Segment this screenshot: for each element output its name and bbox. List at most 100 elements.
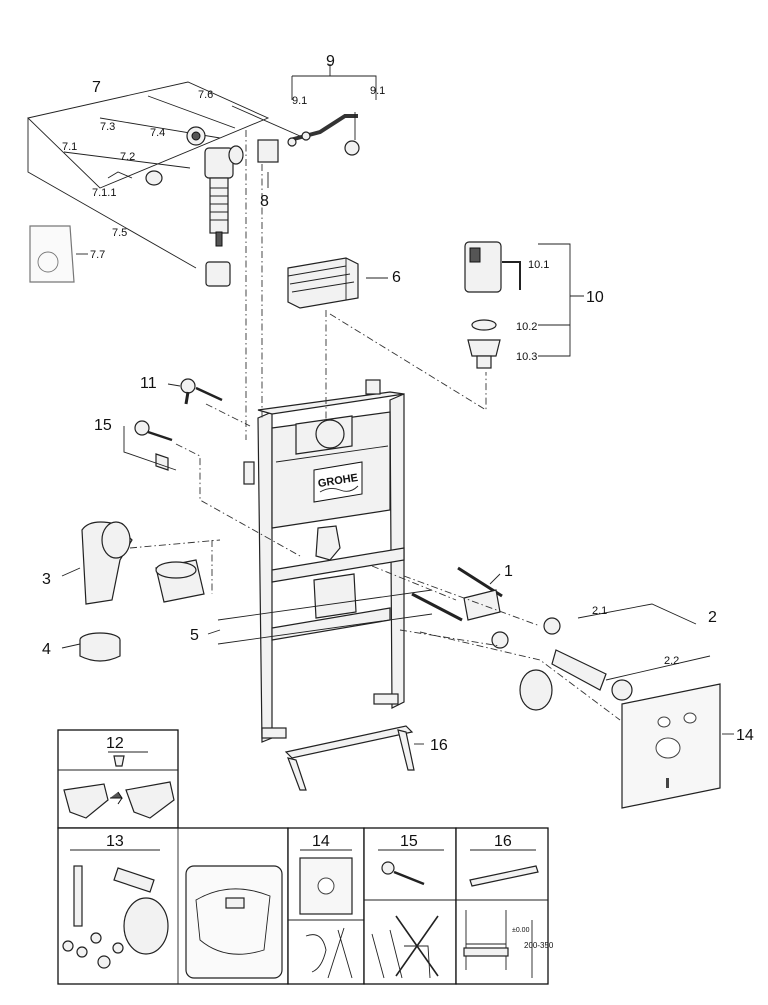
part-1-rod-lower <box>411 592 463 622</box>
part-2-1-cap-a <box>543 617 561 635</box>
guide-to-mat <box>419 631 621 721</box>
panel-14-mat-hole <box>317 877 335 895</box>
part-10-2-seal <box>471 319 497 331</box>
part-3-4-pipes <box>79 521 221 662</box>
part-7-5-sleeve <box>205 261 231 287</box>
callout-9-1-right: 9.1 <box>370 85 385 97</box>
part-2-1-cap-b <box>491 631 509 649</box>
panel-16-frame-icon <box>465 910 507 970</box>
part-6-lines <box>287 258 355 300</box>
panel-12-wc-after <box>125 781 175 819</box>
part-7-2-cap <box>145 170 163 186</box>
panel-13-ring-a <box>62 940 74 952</box>
frame-drain-bend <box>315 525 341 561</box>
callout-16: 16 <box>430 737 448 754</box>
panel-12-title: 12 <box>106 735 124 752</box>
guide-box-to-valve <box>329 313 487 411</box>
part-5-plane <box>217 589 433 645</box>
info-panels: 12 13 14 15 <box>57 729 554 985</box>
part-3-connector-rim <box>155 561 197 579</box>
cistern-flush-opening <box>315 419 345 449</box>
callout-7: 7 <box>92 79 101 96</box>
assembly-guide-lines <box>175 130 621 721</box>
part-6-box <box>287 257 388 309</box>
panel-15 <box>363 827 457 985</box>
callout-15: 15 <box>94 417 112 434</box>
panel-15-title: 15 <box>400 833 418 850</box>
part-10-3-thread <box>476 355 492 369</box>
callout-labels: 7 7.6 7.3 7.4 7.1 7.2 7.1.1 7.5 7.7 8 9 … <box>42 53 754 754</box>
part-14-sound-mat <box>621 683 721 809</box>
panel-13-ring-d <box>97 955 111 969</box>
panel-13-ring-c <box>90 932 102 944</box>
part-16-stand <box>284 725 415 791</box>
part-2-connector <box>519 669 553 711</box>
part-15-clip <box>155 453 169 471</box>
callout-2-2: 2.2 <box>664 655 679 667</box>
guide-anchor-to-frame <box>205 403 251 427</box>
callout-4: 4 <box>42 641 51 658</box>
panel-14-ear-icon <box>305 927 353 979</box>
grohe-logo: GROHE <box>313 461 363 503</box>
panel-16 <box>455 827 549 985</box>
part-9-seal-b <box>301 131 311 141</box>
callout-7-5: 7.5 <box>112 227 127 239</box>
guide-bolt-to-frame <box>175 443 301 557</box>
part-16-leg-left <box>287 757 307 791</box>
callout-7-7: 7.7 <box>90 249 105 261</box>
frame-foot-right <box>373 693 399 705</box>
callout-8: 8 <box>260 193 269 210</box>
frame-left-upright <box>257 411 273 743</box>
group-9-bracket <box>291 64 377 140</box>
part-16-top <box>284 725 414 759</box>
part-14-hole-c <box>655 737 681 759</box>
panel-13-ring-b <box>76 946 88 958</box>
part-14-hole-b <box>683 712 697 724</box>
frame-waste-plate <box>313 573 357 619</box>
callout-10: 10 <box>586 289 604 306</box>
panel-12-spacer-icon <box>113 755 125 767</box>
part-2-pipe <box>551 649 607 691</box>
callout-10-3: 10.3 <box>516 351 537 363</box>
panel-13-title: 13 <box>106 833 124 850</box>
frame-top-rail <box>257 391 405 415</box>
part-14-slot <box>666 778 669 788</box>
callout-7-3: 7.3 <box>100 121 115 133</box>
part-7-7-bag <box>29 225 75 283</box>
frame-side-clip <box>243 461 255 485</box>
leader-3 <box>61 567 81 577</box>
panel-12-arrow-icon <box>110 791 123 805</box>
panel-16-dim-top: ±0.00 <box>512 927 530 934</box>
callout-10-2: 10.2 <box>516 321 537 333</box>
callout-3: 3 <box>42 571 51 588</box>
leader-1 <box>489 573 501 585</box>
group-2-bracket <box>577 603 711 681</box>
part-9-1-nut <box>344 140 360 156</box>
callout-1: 1 <box>504 563 513 580</box>
leader-7-6 <box>231 105 301 137</box>
part-7-3-nut <box>228 145 244 165</box>
callout-7-4: 7.4 <box>150 127 165 139</box>
callout-7-6: 7.6 <box>198 89 213 101</box>
panel-13-wc-detail <box>185 865 283 979</box>
callout-2-1: 2.1 <box>592 605 607 617</box>
logo-plate <box>313 461 363 503</box>
panel-16-stand-icon <box>469 865 539 887</box>
part-10-1-cable <box>502 261 521 290</box>
part-16-leg-right <box>397 729 415 771</box>
frame-foot-left <box>261 727 287 739</box>
guide-rod-caps <box>403 575 541 627</box>
part-3-bend-opening <box>101 521 131 559</box>
fill-valve-rod <box>215 231 223 247</box>
group-10-bracket <box>538 243 584 357</box>
group-7-bracket-side <box>27 118 197 269</box>
group-7-fill-valve <box>27 81 270 287</box>
panel-16-title: 16 <box>494 833 512 850</box>
panel-13-wc-inlet <box>225 897 245 909</box>
callout-2: 2 <box>708 609 717 626</box>
part-7-4-ring-hole <box>191 131 201 141</box>
part-4-seal-body <box>79 640 121 662</box>
callout-7-1-1: 7.1.1 <box>92 187 116 199</box>
panel-15-bolt-head <box>381 861 395 875</box>
